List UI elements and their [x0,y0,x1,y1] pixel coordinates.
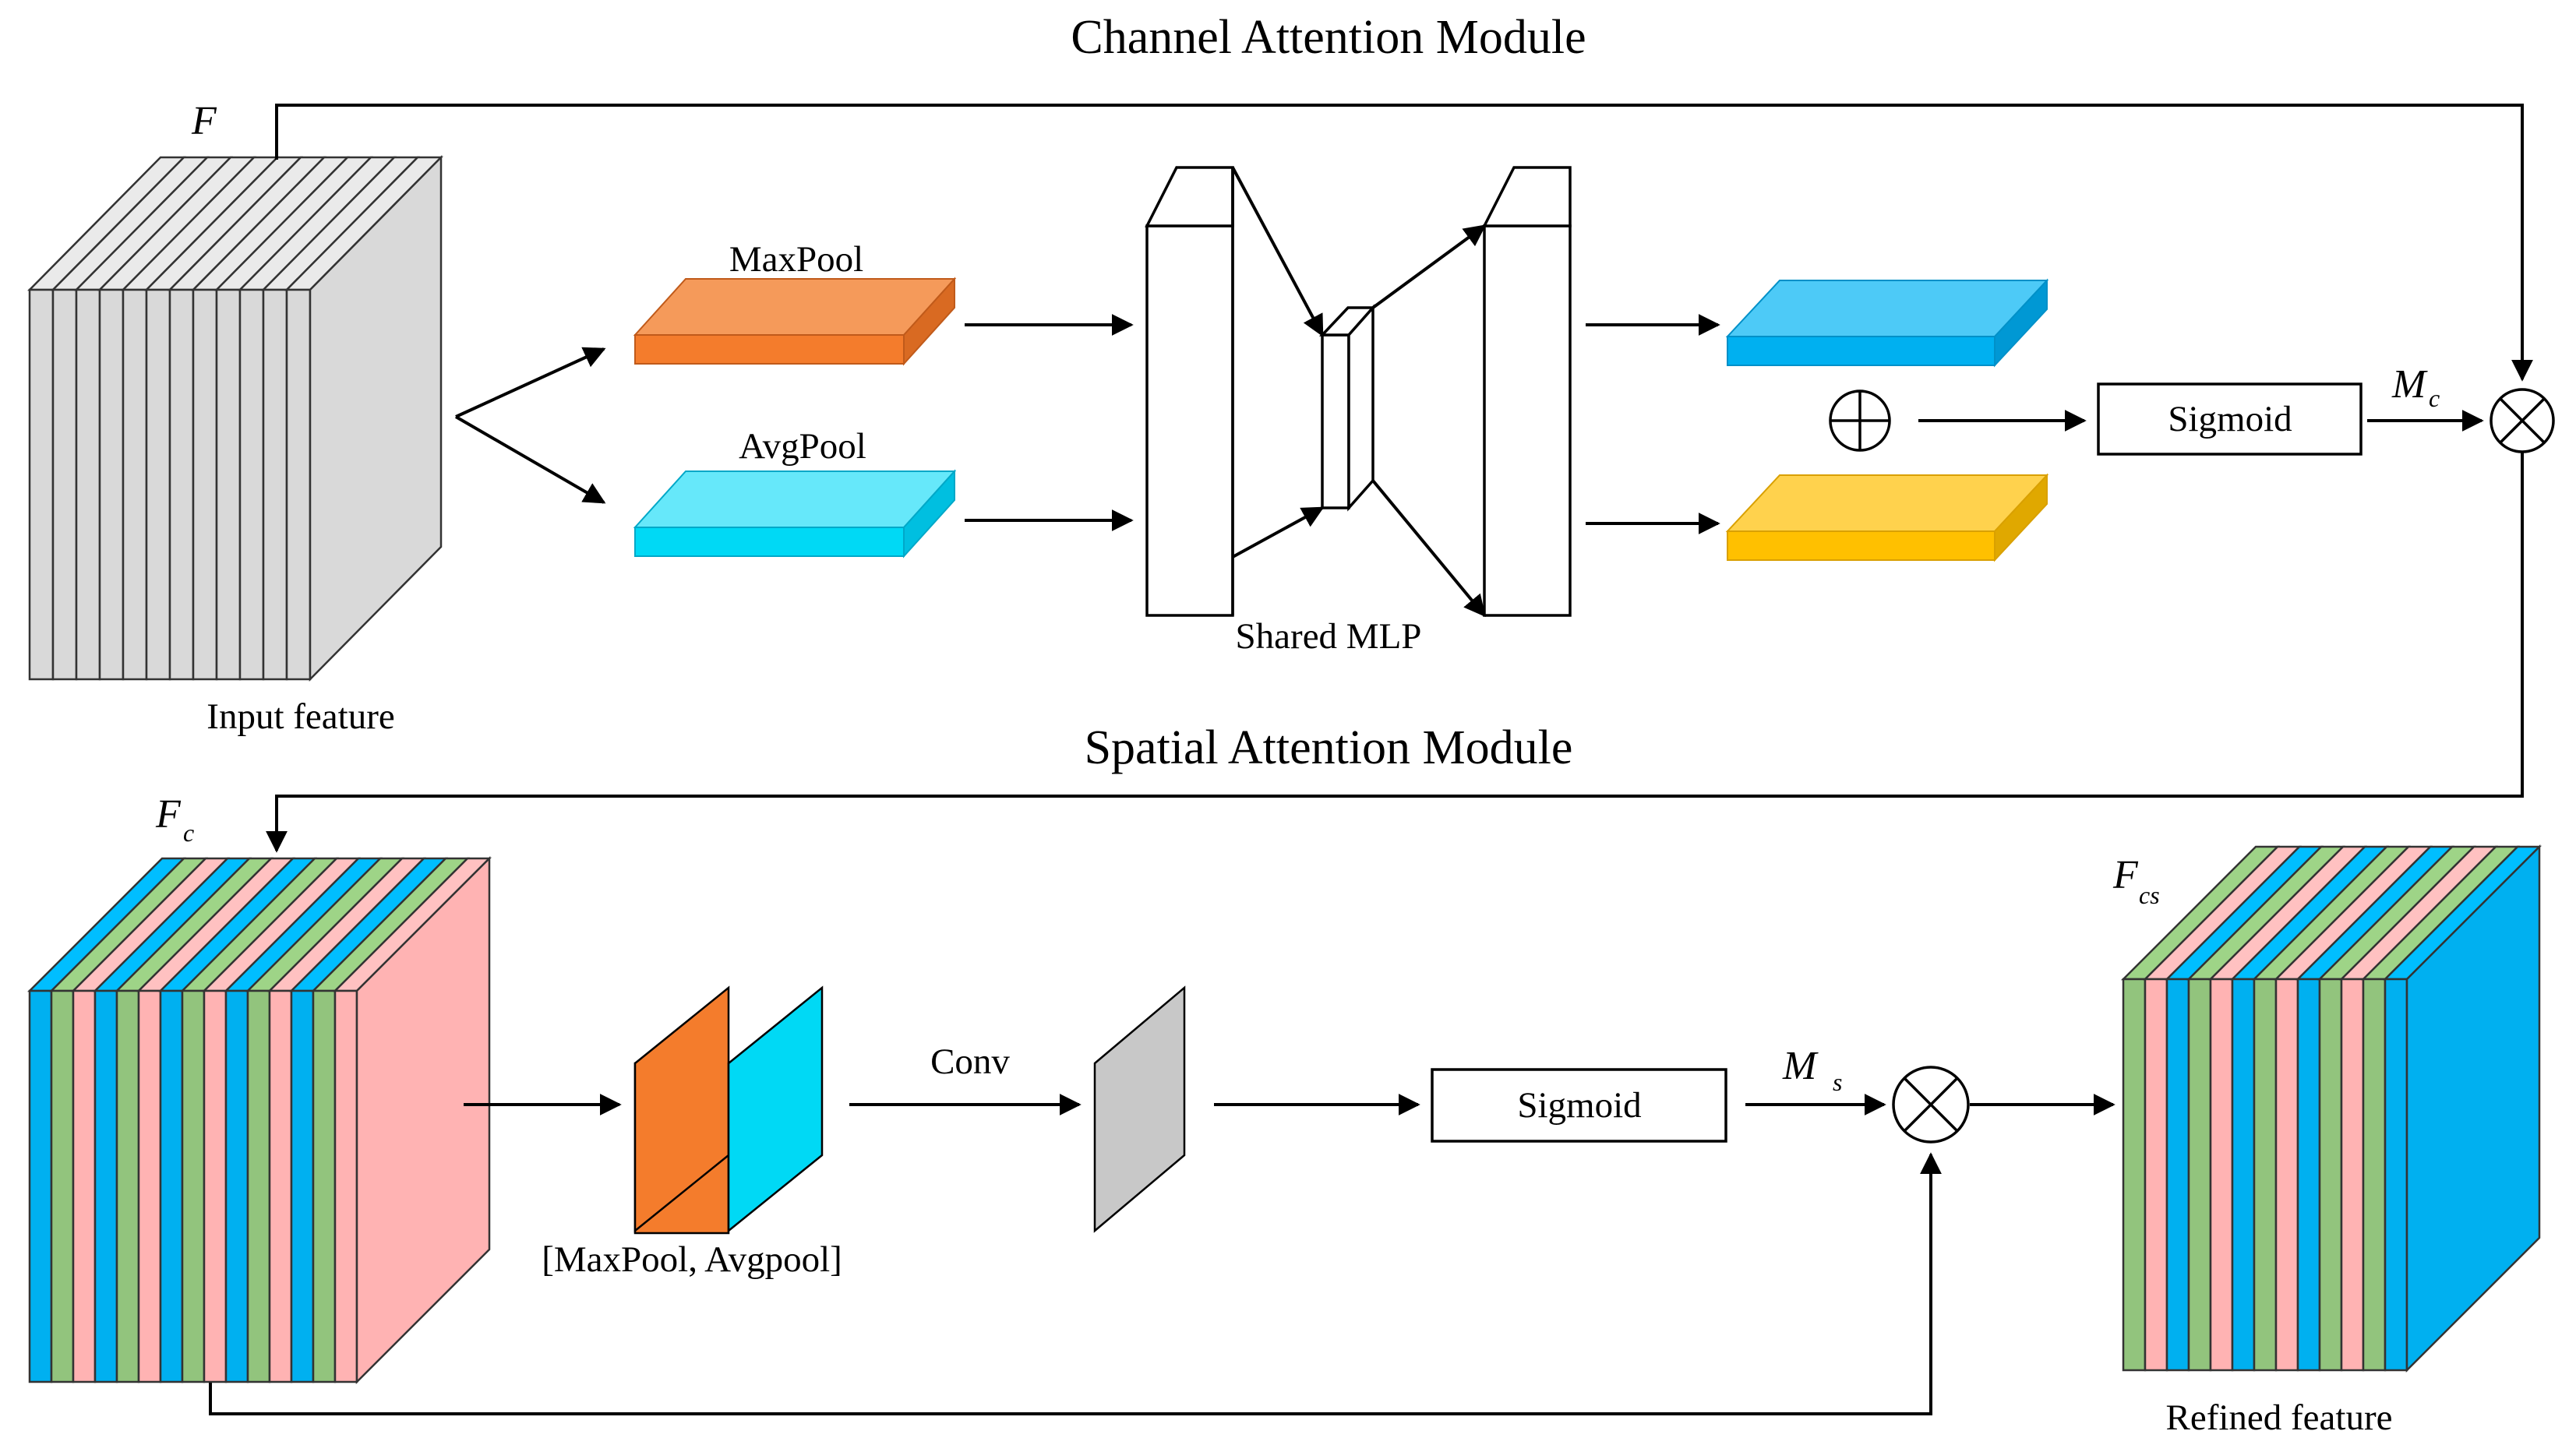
layer-slice [168,288,195,681]
layer-slice [268,989,293,1383]
fcs-subscript: cs [2139,881,2160,909]
layer-slice [215,288,242,681]
layer-slice [224,989,249,1383]
layer-slice [2231,978,2256,1372]
layer-slice [94,989,118,1383]
conv-label: Conv [930,1041,1010,1082]
layer-slice [145,288,171,681]
channel-refined-feature-block [26,855,492,1385]
layer-slice [28,989,53,1383]
layer-slice [246,989,271,1383]
layer-slice [2362,978,2387,1372]
avgpool-label: AvgPool [739,426,866,467]
ms-subscript: s [1833,1068,1842,1096]
avgpool-slab [633,469,957,559]
sigmoid-channel-box [2097,382,2363,456]
sigmoid-channel-label: Sigmoid [2168,399,2292,439]
layer-slice [28,288,55,681]
layer-slice [98,288,125,681]
fcs-symbol: F [2112,853,2139,897]
layer-slice [2384,978,2408,1372]
layer-slice [2187,978,2212,1372]
input-feature-label: Input feature [206,696,394,737]
refined-feature-label: Refined feature [2166,1397,2393,1438]
layer-slice [203,989,228,1383]
layer-slice [2340,978,2365,1372]
layer-slice [122,288,148,681]
layer-slice [262,288,288,681]
layer-slice [2253,978,2278,1372]
sigmoid-spatial-box [1431,1068,1727,1143]
sigmoid-spatial-label: Sigmoid [1517,1085,1641,1126]
input-feature-symbol: F [191,99,217,143]
layer-slice [333,989,358,1383]
layer-slice [115,989,140,1383]
fc-subscript: c [183,819,194,847]
ms-symbol: M [1782,1044,1819,1088]
layer-slice [312,989,337,1383]
mlp-output-blue-slab [1725,278,2049,368]
layer-slice [2122,978,2147,1372]
avgpool-map [727,985,824,1233]
layer-slice [2274,978,2299,1372]
layer-side [2405,844,2541,1373]
layer-slice [2165,978,2190,1372]
layer-slice [50,989,75,1383]
spatial-connectors [209,1094,2115,1415]
spatial-attention-title: Spatial Attention Module [1085,721,1573,774]
layer-side [355,855,491,1385]
shared-mlp-label: Shared MLP [1236,616,1422,657]
layer-slice [2318,978,2343,1372]
layer-slice [137,989,162,1383]
layer-slice [285,288,312,681]
mc-subscript: c [2429,384,2440,412]
shared-mlp [1145,166,1572,618]
elementwise-sum-icon [1829,389,1891,452]
channel-attention-title: Channel Attention Module [1071,11,1586,64]
layer-slice [2209,978,2234,1372]
layer-slice [2296,978,2321,1372]
layer-side [309,154,443,682]
layer-slice [51,288,78,681]
maxpool-map [633,985,730,1235]
maxpool-slab [633,277,957,366]
spatial-multiply-icon [1892,1066,1970,1144]
maxpool-label: MaxPool [729,239,863,280]
layer-slice [181,989,206,1383]
layer-slice [75,288,101,681]
layer-slice [238,288,265,681]
channel-multiply-icon [2490,388,2555,453]
refined-feature-block [2120,844,2542,1373]
layer-slice [290,989,315,1383]
channel-connectors [266,104,2533,853]
mc-symbol: M [2391,362,2428,407]
concat-pool-label: [MaxPool, Avgpool] [542,1239,842,1280]
layer-slice [159,989,184,1383]
mlp-output-yellow-slab [1725,473,2049,562]
input-feature-block [27,154,443,682]
layer-slice [72,989,97,1383]
fc-symbol: F [155,792,182,837]
layer-slice [2144,978,2168,1372]
layer-slice [192,288,218,681]
conv-output-map [1093,985,1186,1233]
